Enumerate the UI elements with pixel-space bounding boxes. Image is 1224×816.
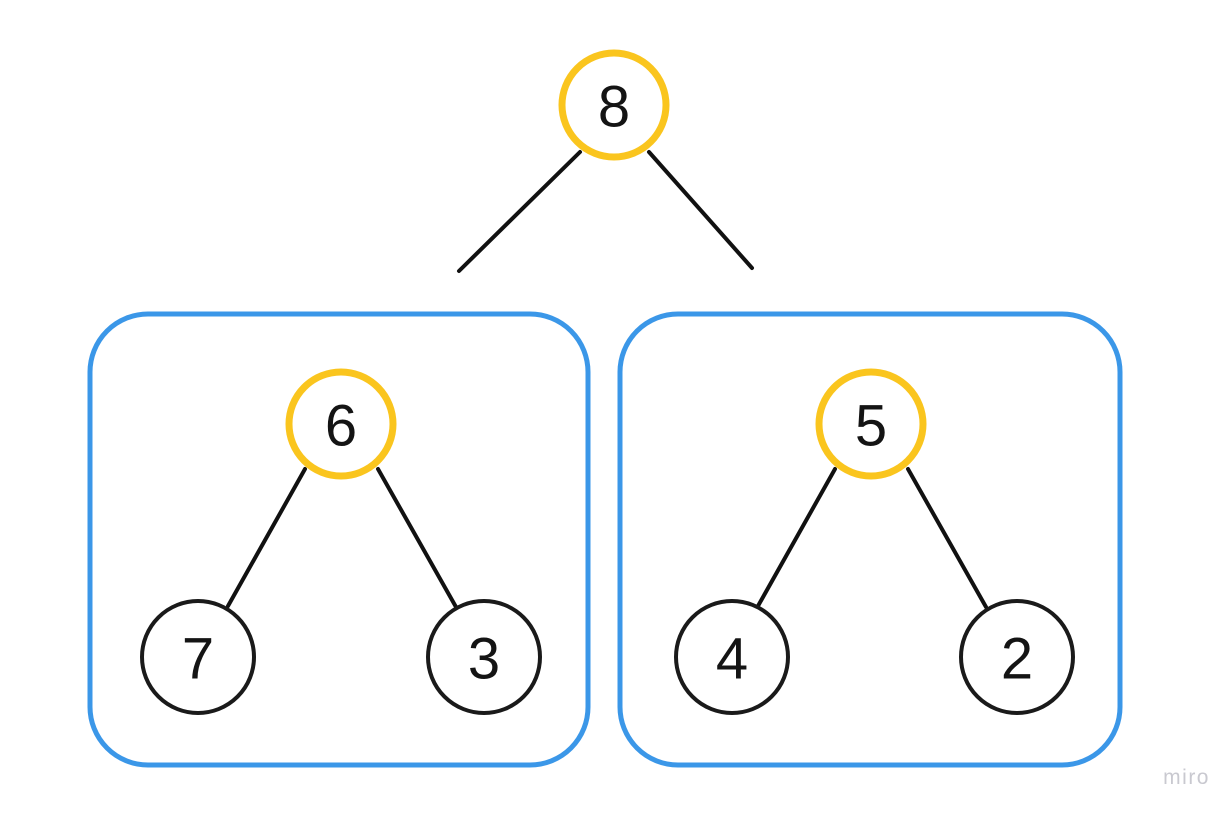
node-circle[interactable] [426, 599, 542, 715]
group-box-left[interactable] [87, 311, 591, 768]
node-label: 7 [182, 627, 214, 692]
tree-nodes: 8 6 5 7 3 4 [140, 49, 1075, 715]
group-box-right[interactable] [617, 311, 1123, 768]
node-root-8[interactable]: 8 [558, 49, 670, 161]
tree-edges [226, 150, 988, 609]
node-circle[interactable] [140, 599, 256, 715]
node-4[interactable]: 4 [674, 599, 790, 715]
node-label: 4 [716, 627, 748, 692]
edge-8-5 [647, 150, 754, 270]
node-2[interactable]: 2 [959, 599, 1075, 715]
node-circle[interactable] [959, 599, 1075, 715]
node-circle[interactable] [674, 599, 790, 715]
node-label: 6 [325, 394, 357, 459]
edge-6-3 [376, 467, 458, 609]
node-5[interactable]: 5 [815, 368, 927, 480]
node-7[interactable]: 7 [140, 599, 256, 715]
node-label: 8 [598, 75, 630, 140]
node-3[interactable]: 3 [426, 599, 542, 715]
edge-5-4 [756, 467, 837, 608]
node-6[interactable]: 6 [285, 368, 397, 480]
node-label: 5 [855, 394, 887, 459]
edge-8-6 [457, 150, 582, 273]
node-circle[interactable] [815, 368, 927, 480]
node-label: 2 [1001, 627, 1033, 692]
node-circle[interactable] [285, 368, 397, 480]
group-containers [87, 311, 1123, 768]
node-label: 3 [468, 627, 500, 692]
edge-5-2 [906, 467, 988, 609]
edge-6-7 [226, 467, 307, 608]
miro-watermark: miro [1163, 766, 1210, 789]
node-circle[interactable] [558, 49, 670, 161]
